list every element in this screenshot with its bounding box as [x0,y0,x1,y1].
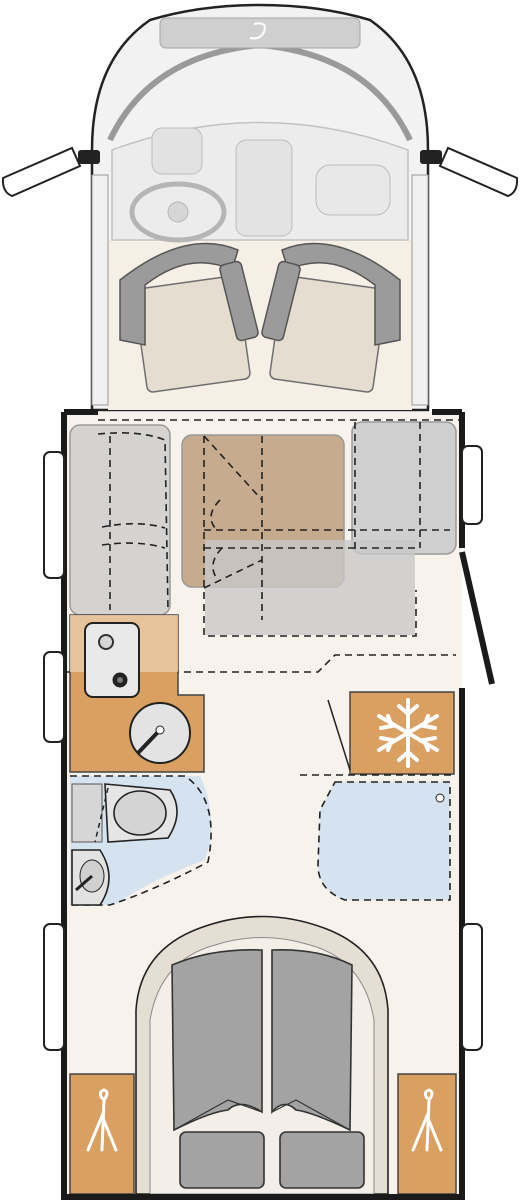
driver-seat [119,242,259,393]
logo-mark [249,22,266,40]
window-left-1 [43,451,65,579]
steering-wheel-icon [129,127,227,243]
cab-door-right [411,174,429,406]
rear-wardrobe-right [397,1073,457,1195]
washbasin-icon [71,849,110,906]
hob-icon [84,622,140,698]
entry-door [459,551,495,685]
dinette [64,419,460,673]
ventilation-grille [159,17,361,49]
rear-wardrobe-left [69,1073,135,1195]
living-area [64,412,462,1195]
drop-down-bed-outline [64,419,460,673]
pillow-right [279,1131,365,1189]
washroom-door-outline [70,775,212,906]
cab [1,3,519,412]
fridge-door-swing [327,699,351,771]
hanger-icon [411,1088,443,1152]
bench-seat-left [69,424,171,616]
sink-icon [129,702,191,764]
windows [43,445,483,1051]
fridge-cabinet [349,691,455,775]
left-mirror [1,146,100,198]
window-right-1 [461,445,483,525]
kitchen [69,614,205,773]
bench-seat-right [351,421,457,555]
fridge [300,691,456,776]
hanger-icon [86,1088,118,1152]
centre-console [235,139,293,237]
pillow-left [179,1131,265,1189]
table-extension [205,540,415,635]
passenger-seat [261,242,401,393]
washroom [70,775,212,906]
glove-box [315,164,391,216]
mattress-right [271,948,353,1132]
rear-bed [135,915,389,1195]
toilet-icon [94,783,178,843]
window-right-2 [461,923,483,1051]
snowflake-icon [377,698,439,768]
right-mirror [420,146,519,198]
window-left-3 [43,923,65,1051]
mattress-left [171,948,263,1132]
wardrobe-right [317,781,451,901]
window-left-2 [43,651,65,743]
cab-door-left [91,174,109,406]
